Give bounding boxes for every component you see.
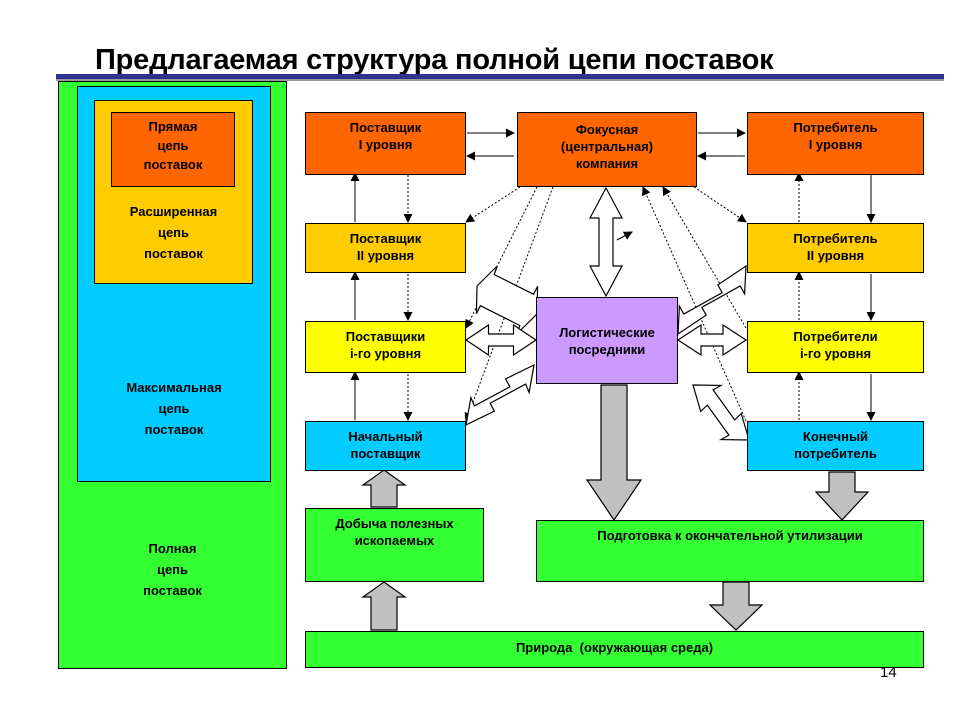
supplier-level-i-box: Поставщики i-го уровня xyxy=(305,321,466,373)
consumer-level-i-box: Потребители i-го уровня xyxy=(747,321,924,373)
maximal-chain-label: Максимальная цепь поставок xyxy=(126,380,222,437)
gray-arrow-mining-to-initial xyxy=(361,469,407,508)
slide-title: Предлагаемая структура полной цепи поста… xyxy=(95,44,774,76)
consumer-level-1-box: Потребитель I уровня xyxy=(747,112,924,175)
link-focal-to-supplier2 xyxy=(465,186,521,223)
initial-supplier-box: Начальный поставщик xyxy=(305,421,466,471)
supplier-level-i-label: Поставщики i-го уровня xyxy=(345,329,426,361)
double-arrow-initial-logistics xyxy=(465,363,535,427)
link-consumeri-to-focal xyxy=(662,186,747,329)
extended-chain-label: Расширенная цепь поставок xyxy=(129,204,218,261)
direct-chain-panel xyxy=(111,112,235,187)
link-focal-to-consumer2 xyxy=(693,186,747,223)
initial-supplier-label: Начальный поставщик xyxy=(348,429,423,461)
consumer-level-2-box: Потребитель II уровня xyxy=(747,223,924,273)
logistics-intermediaries-label: Логистические посредники xyxy=(559,325,655,357)
double-arrow-focal-logistics xyxy=(589,186,623,298)
focal-company-box: Фокусная (центральная) компания xyxy=(517,112,697,187)
full-chain-label: Полная цепь поставок xyxy=(143,541,202,598)
nature-label: Природа (окружающая среда) xyxy=(515,640,714,655)
link-small-arrow xyxy=(616,231,633,241)
supplier-level-2-label: Поставщик II уровня xyxy=(349,231,422,263)
supplier-level-2-box: Поставщик II уровня xyxy=(305,223,466,273)
final-disposal-label: Подготовка к окончательной утилизации xyxy=(597,528,863,543)
gray-arrow-nature-to-mining xyxy=(361,581,407,631)
end-consumer-box: Конечный потребитель xyxy=(747,421,924,471)
end-consumer-label: Конечный потребитель xyxy=(794,429,877,461)
nature-box: Природа (окружающая среда) xyxy=(305,631,924,668)
consumer-level-i-label: Потребители i-го уровня xyxy=(793,329,878,361)
supplier-level-1-box: Поставщик I уровня xyxy=(305,112,466,175)
supplier-level-1-label: Поставщик I уровня xyxy=(349,120,422,152)
link-end-to-focal xyxy=(642,186,747,422)
gray-arrow-end-to-disposal xyxy=(814,471,870,521)
title-underline xyxy=(56,74,944,79)
double-arrow-end-logistics xyxy=(692,384,750,441)
double-arrow-consumeri-logistics xyxy=(676,323,748,357)
gray-arrow-disposal-to-nature xyxy=(708,581,764,631)
title-underline-shadow xyxy=(56,79,944,81)
final-disposal-box: Подготовка к окончательной утилизации xyxy=(536,520,924,582)
mining-label: Добыча полезных ископаемых xyxy=(335,516,454,548)
mining-box: Добыча полезных ископаемых xyxy=(305,508,484,582)
focal-company-label: Фокусная (центральная) компания xyxy=(560,122,654,171)
logistics-intermediaries-box: Логистические посредники xyxy=(536,297,678,384)
double-arrow-consumer2-logistics xyxy=(677,264,747,336)
double-arrow-supplieri-logistics xyxy=(464,323,538,357)
direct-chain-label: Прямая цепь поставок xyxy=(143,119,203,172)
consumer-level-2-label: Потребитель II уровня xyxy=(793,231,878,263)
double-arrow-supplier2-logistics xyxy=(475,265,539,335)
gray-arrow-logistics-to-disposal xyxy=(585,384,643,522)
page-number: 14 xyxy=(880,664,897,681)
consumer-level-1-label: Потребитель I уровня xyxy=(793,120,878,152)
